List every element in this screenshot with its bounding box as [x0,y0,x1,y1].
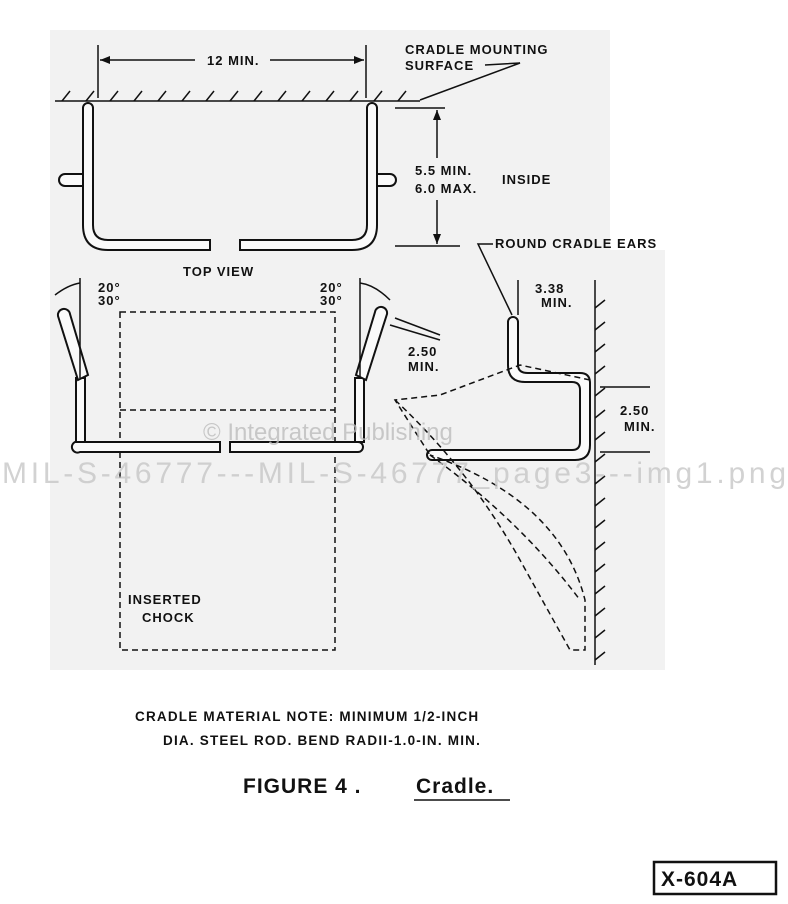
hatch-mark [253,90,263,102]
mounting-surface-label: CRADLE MOUNTING [405,42,549,57]
hatch-mark [325,90,335,102]
ears-leader [476,243,513,316]
drawing-number-box [652,860,778,896]
hatch-mark [205,90,215,102]
side-height-dim: 2.50 [620,403,649,418]
front-view: 20° 30° 20° 30° 2.50 MIN. INSERTED CHOCK [54,278,441,651]
surface-hatching [61,90,407,102]
top-view: 12 MIN. CRADLE MOUNTING SURFACE 5.5 MIN.… [55,42,551,279]
hatch-mark [277,90,287,102]
hatch-mark [594,343,606,353]
hatch-mark [594,519,606,529]
hatch-mark [594,365,606,375]
hatch-mark [594,321,606,331]
hatch-mark [594,541,606,551]
hatch-mark [594,453,606,463]
figure-title: Cradle. [416,775,494,798]
top-view-label: TOP VIEW [183,264,254,279]
hatch-mark [349,90,359,102]
chock-label: INSERTED [128,592,202,607]
ear-length-dim: 2.50 [408,344,437,359]
watermark-filename: MIL-S-46777---MIL-S-46777_page3---img1.p… [2,457,786,490]
leader-line [419,62,521,101]
right-angle-max: 30° [320,293,343,308]
hatch-mark [133,90,143,102]
top-view-panel [50,30,610,280]
hatch-mark [301,90,311,102]
hatch-mark [594,585,606,595]
hatch-mark [594,497,606,507]
right-ear [376,173,397,187]
inside-note: INSIDE [502,172,551,187]
left-angle-min: 20° [98,280,121,295]
side-view: 3.38 MIN. ROUND CRADLE EARS 2.50 MIN. [393,236,657,665]
front-right-ear [354,305,389,382]
hatch-mark [109,90,119,102]
hatch-mark [61,90,71,102]
side-width-min: MIN. [541,295,572,310]
hatch-mark [594,629,606,639]
hatch-mark [373,90,383,102]
hatch-mark [594,607,606,617]
round-cradle-ears-label: ROUND CRADLE EARS [495,236,657,251]
hatch-mark [594,651,606,661]
hatch-mark [594,563,606,573]
wall-hatching [594,299,606,661]
left-angle-max: 30° [98,293,121,308]
height-min: 5.5 MIN. [415,163,472,178]
hatch-mark [594,409,606,419]
inserted-chock-outline [119,311,336,651]
hatch-mark [157,90,167,102]
chock-label-2: CHOCK [142,610,195,625]
material-note-line-2: DIA. STEEL ROD. BEND RADII-1.0-IN. MIN. [163,733,481,748]
hatch-mark [594,475,606,485]
ear-length-min: MIN. [408,359,439,374]
hatch-mark [229,90,239,102]
hatch-mark [594,299,606,309]
hatch-mark [594,431,606,441]
left-ear [58,173,84,187]
hatch-mark [181,90,191,102]
right-angle-min: 20° [320,280,343,295]
side-height-min: MIN. [624,419,655,434]
watermark-copyright: © Integrated Publishing [203,419,453,446]
drawing-number: X-604A [661,868,738,891]
side-rod [426,316,591,461]
hatch-mark [85,90,95,102]
left-rod [82,102,211,251]
material-note-line-1: CRADLE MATERIAL NOTE: MINIMUM 1/2-INCH [135,709,479,724]
width-dimension: 12 MIN. [207,53,260,68]
figure-number: FIGURE 4 . [243,775,362,798]
front-rod-left [70,441,221,454]
right-rod [239,102,378,251]
side-width-dim: 3.38 [535,281,564,296]
mounting-surface-label-2: SURFACE [405,58,474,73]
hatch-mark [397,90,407,102]
height-max: 6.0 MAX. [415,181,477,196]
hatch-mark [594,387,606,397]
